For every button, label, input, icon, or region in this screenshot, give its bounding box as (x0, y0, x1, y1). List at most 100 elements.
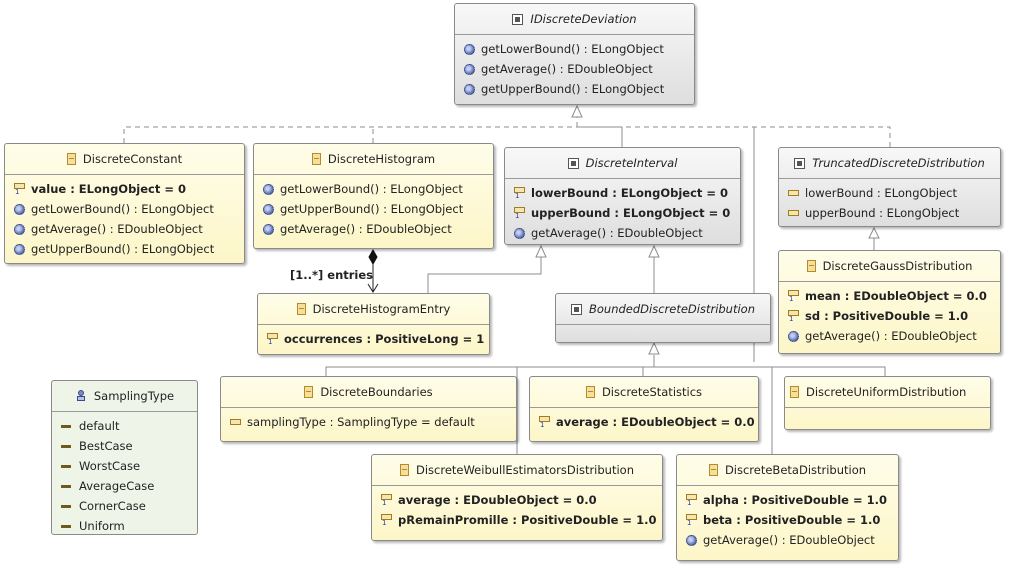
class-name: BoundedDiscreteDistribution (588, 302, 756, 316)
class-name: DiscreteBetaDistribution (724, 463, 867, 477)
operation: getLowerBound() : ELongObject (481, 42, 664, 56)
attribute-icon: 1 (686, 513, 697, 527)
operation-icon (464, 43, 475, 55)
uml-class-discrete-statistics[interactable]: DiscreteStatistics 1 average : EDoubleObj… (529, 376, 759, 442)
attribute: average : EDoubleObject = 0.0 (556, 415, 755, 429)
uml-class-discrete-boundaries[interactable]: DiscreteBoundaries samplingType : Sampli… (220, 376, 517, 442)
enum-literal: WorstCase (79, 459, 141, 473)
literal-icon (61, 504, 71, 508)
enum-literal: BestCase (79, 439, 133, 453)
uml-abstract-class-discrete-interval[interactable]: DiscreteInterval 1 lowerBound : ELongObje… (504, 147, 741, 245)
enum-literal: default (79, 419, 120, 433)
operation: getLowerBound() : ELongObject (31, 202, 214, 216)
literal-icon (61, 524, 71, 528)
operation: getLowerBound() : ELongObject (280, 182, 463, 196)
class-icon (585, 386, 595, 398)
class-name: DiscreteWeibullEstimatorsDistribution (415, 463, 634, 477)
class-name: SamplingType (93, 389, 175, 403)
attribute: lowerBound : ELongObject (805, 186, 957, 200)
generalization-arrowhead-interval (535, 244, 547, 258)
interface-icon (512, 13, 524, 25)
attribute: average : EDoubleObject = 0.0 (398, 493, 597, 507)
attribute-icon: 1 (788, 309, 799, 323)
attribute: upperBound : ELongObject (805, 206, 960, 220)
uml-abstract-class-truncated-discrete-distribution[interactable]: TruncatedDiscreteDistribution lowerBound… (778, 147, 1001, 227)
attribute-icon: 1 (14, 182, 25, 196)
composition-diamond (368, 248, 378, 266)
generalization-arrowhead-interval-2 (648, 244, 660, 258)
operation: getAverage() : EDoubleObject (703, 533, 875, 547)
class-name: DiscreteStatistics (601, 385, 703, 399)
uml-enum-sampling-type[interactable]: SamplingType default BestCase WorstCase … (51, 380, 198, 535)
class-name: DiscreteBoundaries (320, 385, 433, 399)
operation-icon (263, 223, 274, 235)
uml-class-discrete-constant[interactable]: DiscreteConstant 1 value : ELongObject = … (4, 143, 245, 264)
class-icon (790, 386, 799, 398)
uml-class-discrete-histogram[interactable]: DiscreteHistogram getLowerBound() : ELon… (253, 143, 494, 249)
attribute-icon: 1 (381, 493, 392, 507)
operation-icon (14, 203, 25, 215)
association-label: [1..*] entries (290, 268, 374, 282)
class-icon (66, 153, 76, 165)
attribute-icon: 1 (788, 289, 799, 303)
operation-icon (514, 227, 525, 239)
class-name: DiscreteHistogram (327, 152, 436, 166)
enum-literal: Uniform (79, 519, 125, 533)
class-name: TruncatedDiscreteDistribution (812, 156, 985, 170)
attribute: upperBound : ELongObject = 0 (531, 206, 731, 220)
class-name: DiscreteGaussDistribution (822, 259, 973, 273)
class-icon (296, 303, 306, 315)
attribute: alpha : PositiveDouble = 1.0 (703, 493, 887, 507)
uml-class-discrete-beta-distribution[interactable]: DiscreteBetaDistribution 1 alpha : Positi… (676, 454, 899, 561)
generalization-arrowhead-ideviation (571, 104, 583, 118)
class-icon (304, 386, 314, 398)
attribute-icon: 1 (267, 332, 278, 346)
attribute-icon: 1 (686, 493, 697, 507)
generalization-arrowhead-truncated (868, 226, 880, 239)
uml-abstract-class-bounded-discrete-distribution[interactable]: BoundedDiscreteDistribution (555, 293, 771, 343)
generalization-tree-bounded (325, 355, 655, 376)
abstract-class-icon (567, 157, 579, 169)
generalization-entry-to-interval (427, 257, 542, 293)
realization-discrete-constant (123, 126, 577, 143)
operation: getUpperBound() : ELongObject (31, 242, 215, 256)
operation-icon (464, 83, 475, 95)
literal-icon (61, 464, 71, 468)
attribute-icon: 1 (381, 513, 392, 527)
uml-interface-idiscrete-deviation[interactable]: IDiscreteDeviation getLowerBound() : ELo… (454, 3, 695, 105)
operation: getAverage() : EDoubleObject (280, 222, 452, 236)
attribute: sd : PositiveDouble = 1.0 (805, 309, 969, 323)
literal-icon (61, 424, 71, 428)
attribute: samplingType : SamplingType = default (247, 415, 475, 429)
class-icon (806, 260, 816, 272)
operation: getAverage() : EDoubleObject (531, 226, 703, 240)
attribute-icon: 1 (514, 186, 525, 200)
operation-icon (788, 330, 799, 342)
generalization-uniform (654, 366, 886, 376)
attribute-icon: 1 (539, 415, 550, 429)
operation: getAverage() : EDoubleObject (481, 62, 653, 76)
attribute: beta : PositiveDouble = 1.0 (703, 513, 881, 527)
operation-icon (686, 534, 697, 546)
attribute: value : ELongObject = 0 (31, 182, 187, 196)
generalization-interval-to-ideviation (577, 126, 623, 147)
enum-literal: CornerCase (79, 499, 146, 513)
attribute: pRemainPromille : PositiveDouble = 1.0 (398, 513, 657, 527)
operation-icon (263, 203, 274, 215)
uml-class-discrete-uniform-distribution[interactable]: DiscreteUniformDistribution (784, 376, 991, 430)
class-name: DiscreteInterval (585, 156, 678, 170)
operation: getUpperBound() : ELongObject (280, 202, 464, 216)
attribute: lowerBound : ELongObject = 0 (531, 186, 729, 200)
literal-icon (61, 444, 71, 448)
abstract-class-icon (794, 157, 806, 169)
class-name: DiscreteUniformDistribution (806, 385, 967, 399)
attribute-icon (788, 190, 799, 196)
class-name: DiscreteConstant (82, 152, 183, 166)
attribute-icon: 1 (514, 206, 525, 220)
attribute-icon (788, 210, 799, 216)
class-name: DiscreteHistogramEntry (312, 302, 451, 316)
generalization-arrowhead-bounded (648, 341, 660, 355)
